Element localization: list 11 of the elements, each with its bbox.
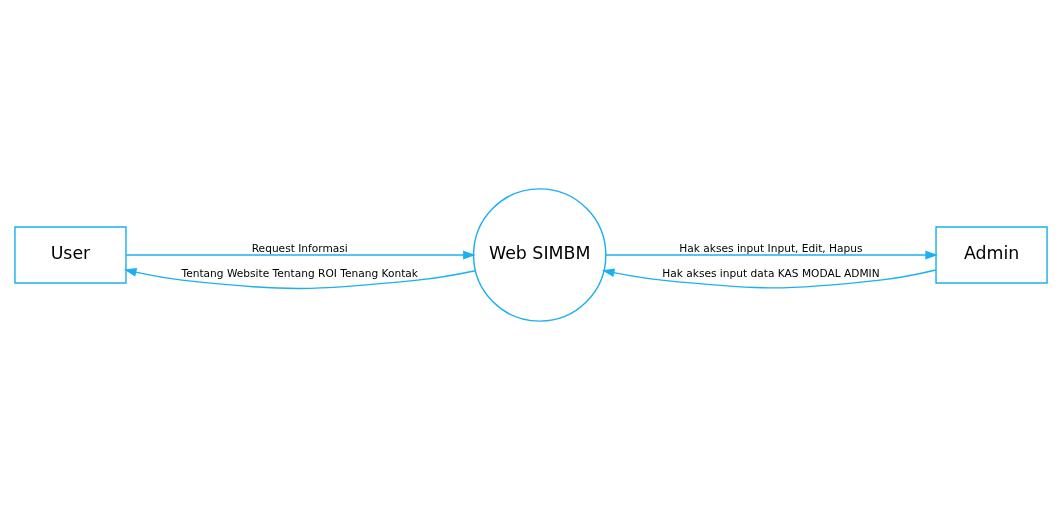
edge-label: Hak akses input Input, Edit, Hapus (679, 241, 863, 255)
edge-label: Tentang Website Tentang ROI Tenang Kontak (181, 266, 418, 280)
edge-label: Request Informasi (251, 241, 348, 255)
arrow (605, 250, 938, 259)
arrow (125, 250, 476, 259)
edge-label: Hak akses input data KAS MODAL ADMIN (662, 266, 880, 280)
node-box: User (14, 225, 127, 284)
node-box: Admin (935, 225, 1048, 284)
arrow (601, 267, 937, 289)
arrow (123, 267, 476, 289)
node-circle: Web SIMBM (472, 187, 607, 322)
